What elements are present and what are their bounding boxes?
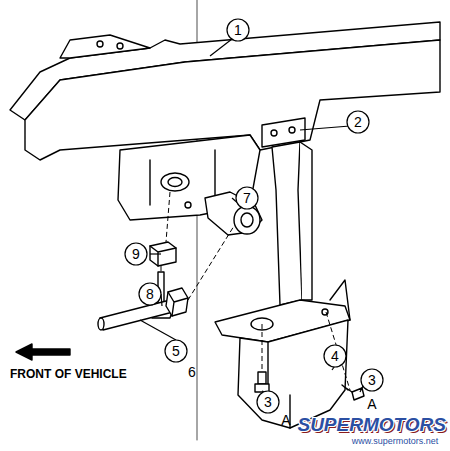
- callout-number: 1: [234, 23, 242, 37]
- callout-number: 2: [354, 115, 362, 129]
- bolt: [258, 372, 266, 384]
- callout-number: 3: [368, 373, 376, 387]
- insulator-body: [238, 320, 348, 428]
- callout-number: 5: [172, 344, 180, 358]
- callout-number: 3: [264, 395, 272, 409]
- bracket-arm: [272, 142, 302, 305]
- frame-plate: [60, 35, 150, 58]
- watermark: SUPERMOTORS: [297, 415, 446, 434]
- callout-number: 8: [146, 287, 154, 301]
- callout-number: 4: [331, 349, 339, 363]
- bolt: [352, 388, 364, 400]
- callout-number: 9: [132, 247, 140, 261]
- reference-letter: A: [367, 397, 376, 411]
- bracket-arm-side: [300, 142, 312, 300]
- callout-number: 6: [188, 365, 196, 379]
- nut: [150, 242, 176, 266]
- watermark-url: www.supermotors.net: [352, 437, 439, 446]
- through-bolt-head: [166, 288, 188, 316]
- reference-letter: A: [281, 413, 290, 427]
- callout-number: 7: [243, 191, 251, 205]
- direction-note: FRONT OF VEHICLE: [10, 368, 127, 380]
- front-arrow: [16, 344, 70, 360]
